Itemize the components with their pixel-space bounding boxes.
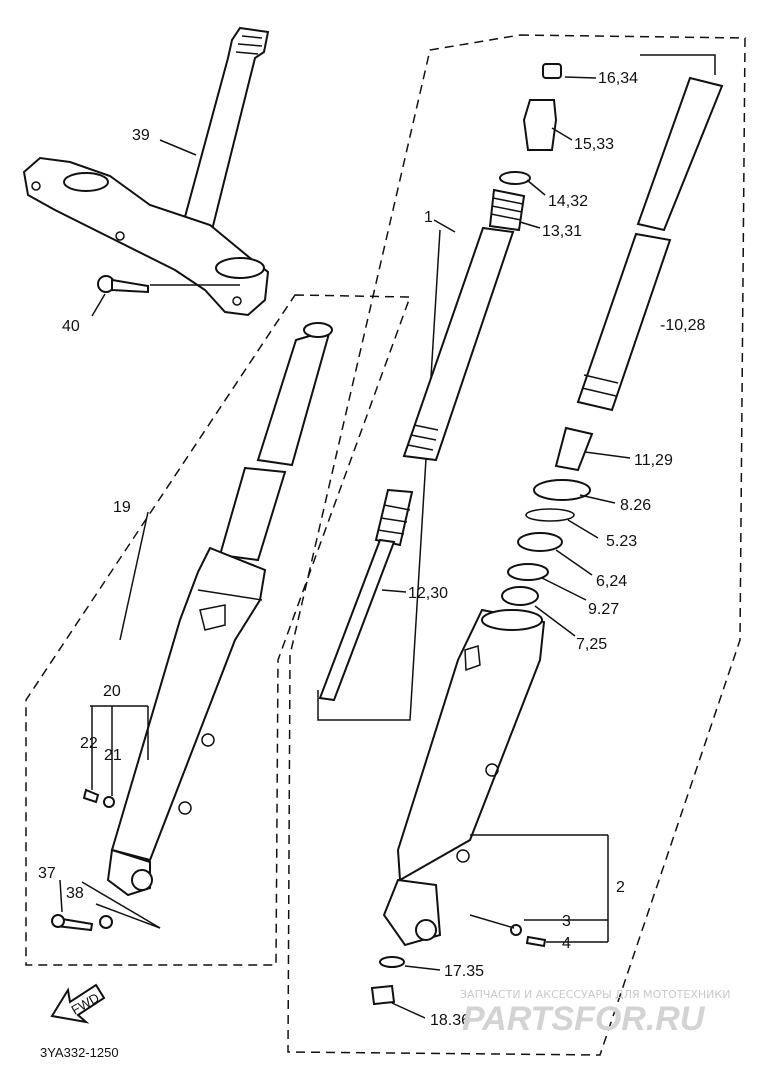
callout-9-27: 9.27 [588, 601, 619, 618]
callout-7-25: 7,25 [576, 636, 607, 653]
callout-14-32: 14,32 [548, 193, 588, 210]
cap-and-spring-parts [488, 63, 562, 232]
callout-17-35: 17.35 [444, 963, 484, 980]
callout-19: 19 [113, 499, 131, 516]
pinch-bolt [97, 275, 149, 294]
left-fork-assembly-boundary [25, 294, 412, 966]
callout-11-29: 11,29 [634, 452, 673, 469]
callout-1: 1 [424, 209, 433, 226]
callout-15-33: 15,33 [574, 136, 614, 153]
callout-4: 4 [562, 935, 571, 952]
callout-12-30: 12,30 [408, 585, 448, 602]
callout-40: 40 [62, 318, 80, 335]
callout-20: 20 [103, 683, 121, 700]
callout-39: 39 [132, 127, 150, 144]
callout-10-28: -10,28 [660, 317, 705, 334]
watermark-brand: PARTSFOR.RU [462, 1000, 706, 1038]
callout-22: 22 [80, 735, 98, 752]
under-bracket-steering-stem [22, 26, 270, 317]
leader-lines [59, 76, 631, 1019]
callout-3: 3 [562, 913, 571, 930]
callout-16-34: 16,34 [598, 70, 638, 87]
left-small-hardware [51, 788, 115, 932]
outer-tube-subassembly-boundary [640, 54, 716, 75]
inner-tube-damper [318, 226, 515, 702]
left-fork-assembly [106, 322, 333, 897]
outer-tube-and-seals [501, 76, 724, 606]
forward-direction-arrow: FWD [50, 983, 106, 1024]
callout-37: 37 [38, 865, 56, 882]
right-outer-slider [382, 608, 546, 947]
diagram-code: 3YA332-1250 [40, 1045, 119, 1060]
callout-38: 38 [66, 885, 84, 902]
right-fork-assembly-boundary [287, 34, 746, 1056]
drain-and-bottom-bolts [370, 924, 547, 1006]
callout-6-24: 6,24 [596, 573, 627, 590]
callout-5-23: 5.23 [606, 533, 637, 550]
callout-13-31: 13,31 [542, 223, 582, 240]
callout-2: 2 [616, 879, 625, 896]
inner-tube-subassembly-boundary [317, 229, 441, 721]
watermark-tagline: ЗАПЧАСТИ И АКСЕССУАРЫ ДЛЯ МОТОТЕХНИКИ [460, 988, 730, 1001]
callout-8-26: 8.26 [620, 497, 651, 514]
callout-21: 21 [104, 747, 122, 764]
callout-18-36: 18.36 [430, 1012, 470, 1029]
